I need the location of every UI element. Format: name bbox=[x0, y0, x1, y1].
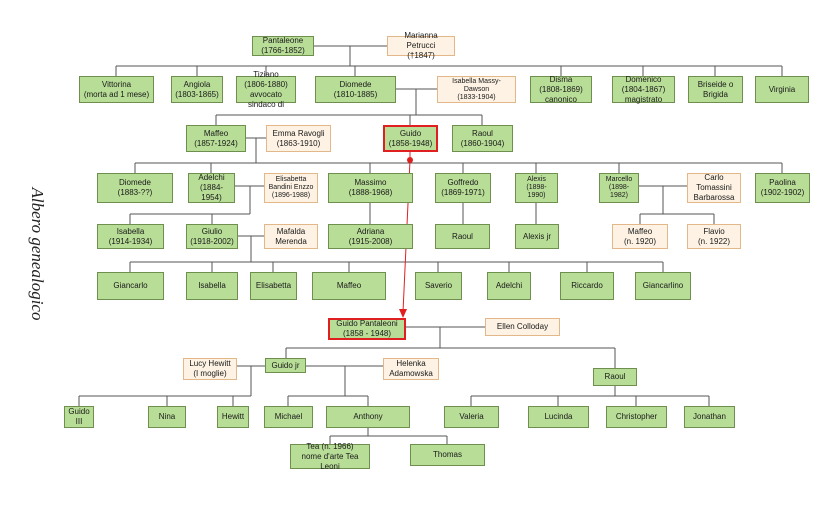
person-node-emma: Emma Ravogli (1863-1910) bbox=[266, 125, 331, 152]
person-node-briseide: Briseide o Brigida bbox=[688, 76, 743, 103]
person-node-pantaleone: Pantaleone (1766-1852) bbox=[252, 36, 314, 56]
person-node-alexis_jr: Alexis jr bbox=[515, 224, 559, 249]
person-node-lucy: Lucy Hewitt (I moglie) bbox=[183, 358, 237, 380]
person-node-adelchi1: Adelchi (1884-1954) bbox=[188, 173, 235, 203]
person-node-guido3: Guido III bbox=[64, 406, 94, 428]
person-node-domenico: Domenico (1804-1867) magistrato bbox=[612, 75, 675, 104]
person-node-goffredo: Goffredo (1869-1971) bbox=[435, 173, 491, 203]
person-node-virginia: Virginia bbox=[755, 76, 809, 103]
person-node-saverio: Saverio bbox=[415, 272, 462, 300]
person-node-isabella2: Isabella bbox=[186, 272, 238, 300]
person-node-isabella1: Isabella (1914-1934) bbox=[97, 224, 164, 249]
person-node-elisabetta2: Elisabetta bbox=[250, 272, 297, 300]
person-node-angiola: Angiola (1803-1865) bbox=[171, 76, 223, 103]
person-node-nina: Nina bbox=[148, 406, 186, 428]
person-node-giulio: Giulio (1918-2002) bbox=[186, 224, 238, 249]
page-title: Albero genealogico bbox=[28, 187, 47, 321]
person-node-maffeo3: Maffeo bbox=[312, 272, 386, 300]
person-node-hewitt: Hewitt bbox=[217, 406, 249, 428]
person-node-isabella_md: Isabella Massy-Dawson (1833-1904) bbox=[437, 76, 516, 103]
person-node-marcello: Marcello (1898-1982) bbox=[599, 173, 639, 203]
person-node-christopher: Christopher bbox=[606, 406, 667, 428]
person-node-raoul3: Raoul bbox=[593, 368, 637, 386]
person-node-maffeo2: Maffeo (n. 1920) bbox=[612, 224, 668, 249]
person-node-maffeo1: Maffeo (1857-1924) bbox=[186, 125, 246, 152]
person-node-marianna: Marianna Petrucci (†1847) bbox=[387, 31, 455, 60]
person-node-lucinda: Lucinda bbox=[528, 406, 589, 428]
person-node-flavio: Flavio (n. 1922) bbox=[687, 224, 741, 249]
person-node-raoul2: Raoul bbox=[435, 224, 490, 249]
person-node-raoul1: Raoul (1860-1904) bbox=[452, 125, 513, 152]
person-node-guido: Guido (1858-1948) bbox=[383, 125, 438, 152]
person-node-thomas: Thomas bbox=[410, 444, 485, 466]
person-node-paolina: Paolina (1902-1902) bbox=[755, 173, 810, 203]
person-node-valeria: Valeria bbox=[444, 406, 499, 428]
person-node-michael: Michael bbox=[264, 406, 313, 428]
person-node-alexis1: Alexis (1898-1990) bbox=[515, 173, 558, 203]
person-node-disma: Disma (1808-1869) canonico bbox=[530, 75, 592, 104]
person-node-anthony: Anthony bbox=[326, 406, 410, 428]
person-node-guido_jr: Guido jr bbox=[265, 358, 306, 373]
person-node-giancarlo: Giancarlo bbox=[97, 272, 164, 300]
person-node-vittorina: Vittorina (morta ad 1 mese) bbox=[79, 76, 154, 103]
person-node-tiziano: Tiziano (1806-1880) avvocato sindaco di bbox=[236, 70, 296, 109]
person-node-jonathan: Jonathan bbox=[684, 406, 735, 428]
person-node-elisabetta_b: Elisabetta Bandini Enzzo (1896-1988) bbox=[264, 173, 318, 203]
person-node-carlo: Carlo Tomassini Barbarossa bbox=[687, 173, 741, 203]
person-node-diomede1: Diomede (1810-1885) bbox=[315, 76, 396, 103]
person-node-adelchi2: Adelchi bbox=[487, 272, 531, 300]
person-node-ellen: Ellen Colloday bbox=[485, 318, 560, 336]
person-node-adriana: Adriana (1915-2008) bbox=[328, 224, 413, 249]
person-node-mafalda: Mafalda Merenda bbox=[264, 224, 318, 249]
person-node-helenka: Helenka Adamowska bbox=[383, 358, 439, 380]
person-node-diomede2: Diomede (1883-??) bbox=[97, 173, 173, 203]
person-node-guido_p: Guido Pantaleoni (1858 - 1948) bbox=[328, 318, 406, 340]
person-node-giancarlino: Giancarlino bbox=[635, 272, 691, 300]
person-node-massimo: Massimo (1888-1968) bbox=[328, 173, 413, 203]
person-node-riccardo: Riccardo bbox=[560, 272, 614, 300]
person-node-tea: Tea (n. 1966) nome d'arte Tea Leoni bbox=[290, 442, 370, 471]
